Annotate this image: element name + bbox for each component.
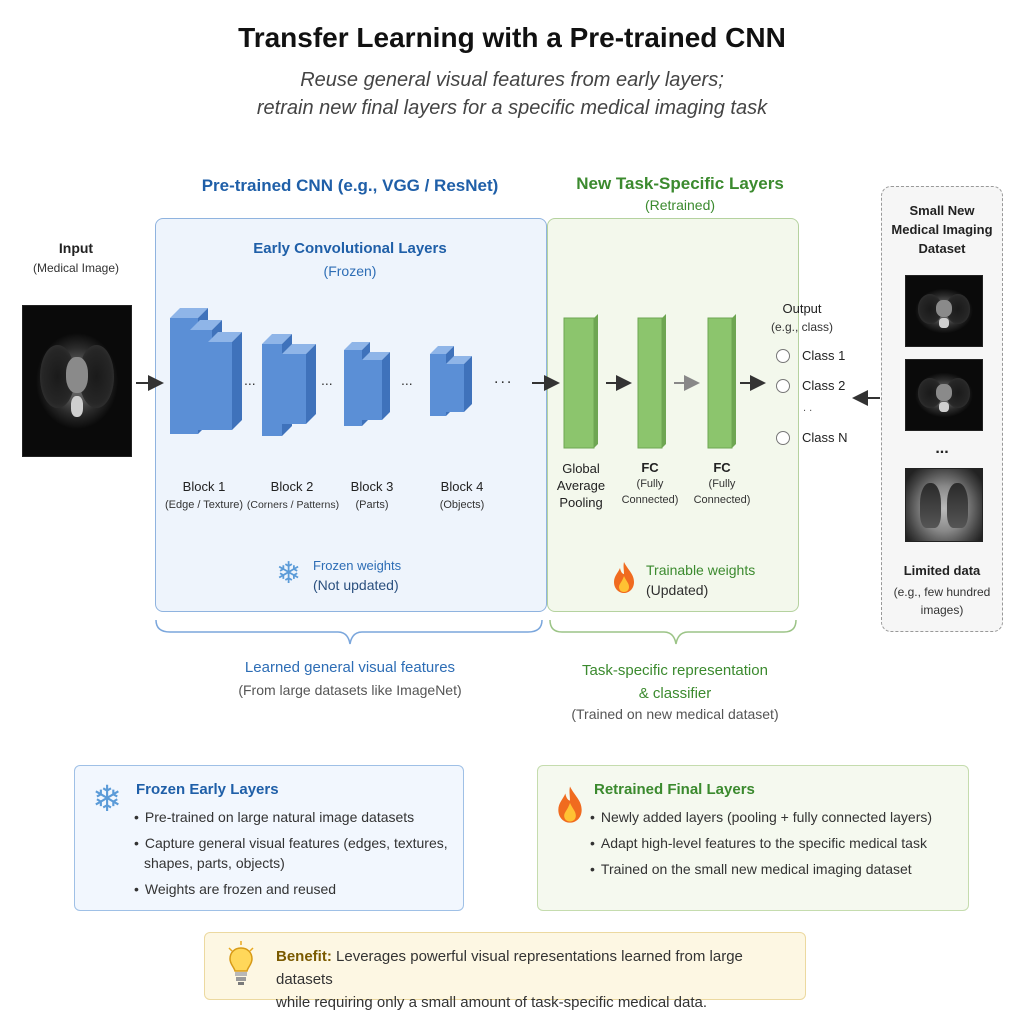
- trainable-weights-label: Trainable weights: [646, 562, 756, 578]
- taskspecific-brace: [549, 619, 797, 645]
- frozen-bullet-2: Capture general visual features (edges, …: [134, 833, 454, 853]
- dataset-footer-title: Limited data: [903, 563, 981, 578]
- dataset-ct-image-2: [905, 359, 983, 431]
- retrained-box-bullets: Newly added layers (pooling + fully conn…: [590, 807, 960, 879]
- retrained-box-title: Retrained Final Layers: [594, 781, 755, 798]
- block-1-desc: (Edge / Texture): [164, 499, 244, 511]
- benefit-line-2: while requiring only a small amount of t…: [276, 994, 708, 1011]
- output-title: Output: [782, 301, 822, 316]
- frozen-box-bullets: Pre-trained on large natural image datas…: [134, 807, 454, 899]
- trainable-weights-sub: (Updated): [646, 582, 709, 598]
- frozen-weights-sub: (Not updated): [313, 577, 399, 593]
- frozen-box-snowflake-icon: ❄: [92, 778, 123, 819]
- benefit-text: Benefit: Leverages powerful visual repre…: [276, 945, 796, 1014]
- general-features-title: Learned general visual features: [244, 659, 456, 676]
- retrained-bullet-3: Trained on the small new medical imaging…: [590, 859, 960, 879]
- snowflake-icon: ❄: [276, 557, 302, 590]
- block-4-desc: (Objects): [439, 499, 485, 511]
- class-2-label: Class 2: [802, 378, 846, 393]
- class-1-label: Class 1: [802, 348, 846, 363]
- class-ellipsis: . .: [803, 402, 813, 414]
- lightbulb-icon: [228, 941, 254, 985]
- block-3-label: Block 3: [350, 479, 394, 494]
- block-2-shape: [262, 334, 316, 436]
- subtitle-line-2: retrain new final layers for a specific …: [256, 97, 768, 119]
- fc1-label: FC (Fully Connected): [621, 460, 679, 506]
- dataset-title: Small New Medical Imaging Dataset: [891, 203, 993, 256]
- gap-layer-shape: [563, 314, 598, 449]
- frozen-bullet-2-cont: shapes, parts, objects): [144, 855, 285, 871]
- ellipsis-1: ...: [244, 372, 256, 388]
- fc1-layer-shape: [637, 314, 666, 449]
- class-n-label: Class N: [802, 430, 848, 445]
- fc2-label: FC (Fully Connected): [693, 460, 751, 506]
- block-2-desc: (Corners / Patterns): [246, 499, 340, 511]
- diagram-subtitle: Reuse general visual features from early…: [0, 66, 1024, 122]
- dataset-ct-image-1: [905, 275, 983, 347]
- class-2-radio: [776, 379, 790, 393]
- frozen-bullet-1: Pre-trained on large natural image datas…: [134, 807, 454, 827]
- early-layers-title: Early Convolutional Layers: [253, 240, 447, 257]
- retrained-bullet-1: Newly added layers (pooling + fully conn…: [590, 807, 960, 827]
- task-representation-title: Task-specific representation & classifie…: [582, 662, 768, 702]
- dataset-ellipsis: ...: [935, 440, 949, 457]
- taskspecific-header-sub: (Retrained): [644, 197, 716, 213]
- general-features-sub: (From large datasets like ImageNet): [238, 682, 462, 698]
- subtitle-line-1: Reuse general visual features from early…: [300, 69, 724, 91]
- ellipsis-4: ...: [494, 370, 514, 387]
- block-4-label: Block 4: [440, 479, 484, 494]
- ellipsis-2: ...: [321, 372, 333, 388]
- benefit-line-1: Leverages powerful visual representation…: [276, 948, 743, 988]
- retrained-box-fire-icon: [558, 786, 582, 823]
- frozen-box-title: Frozen Early Layers: [136, 781, 279, 798]
- input-title: Input: [58, 240, 94, 256]
- block-1-shape: [170, 308, 242, 434]
- dataset-footer-desc: (e.g., few hundred images): [893, 585, 991, 617]
- input-ct-image: [22, 305, 132, 457]
- block-3-shape: [344, 342, 390, 426]
- fc2-layer-shape: [707, 314, 736, 449]
- gap-label: Global Average Pooling: [556, 461, 606, 510]
- retrained-bullet-2: Adapt high-level features to the specifi…: [590, 833, 960, 853]
- benefit-label: Benefit:: [276, 948, 332, 965]
- taskspecific-header: New Task-Specific Layers: [576, 174, 784, 193]
- input-subtitle: (Medical Image): [32, 261, 120, 275]
- class-n-radio: [776, 431, 790, 445]
- block-4-shape: [430, 346, 472, 416]
- block-2-label: Block 2: [270, 479, 314, 494]
- early-layers-subtitle: (Frozen): [323, 263, 377, 279]
- frozen-weights-label: Frozen weights: [313, 558, 402, 573]
- output-subtitle: (e.g., class): [770, 320, 833, 334]
- ellipsis-3: ...: [401, 372, 413, 388]
- diagram-title: Transfer Learning with a Pre-trained CNN: [238, 22, 786, 53]
- class-1-radio: [776, 349, 790, 363]
- task-representation-sub: (Trained on new medical dataset): [571, 706, 779, 722]
- pretrained-brace: [155, 619, 543, 645]
- block-1-label: Block 1: [182, 479, 226, 494]
- pretrained-header: Pre-trained CNN (e.g., VGG / ResNet): [201, 176, 499, 195]
- frozen-bullet-3: Weights are frozen and reused: [134, 879, 454, 899]
- fire-icon: [614, 562, 634, 593]
- benefit-box: [204, 932, 806, 1000]
- dataset-xray-image: [905, 468, 983, 542]
- block-3-desc: (Parts): [355, 499, 389, 511]
